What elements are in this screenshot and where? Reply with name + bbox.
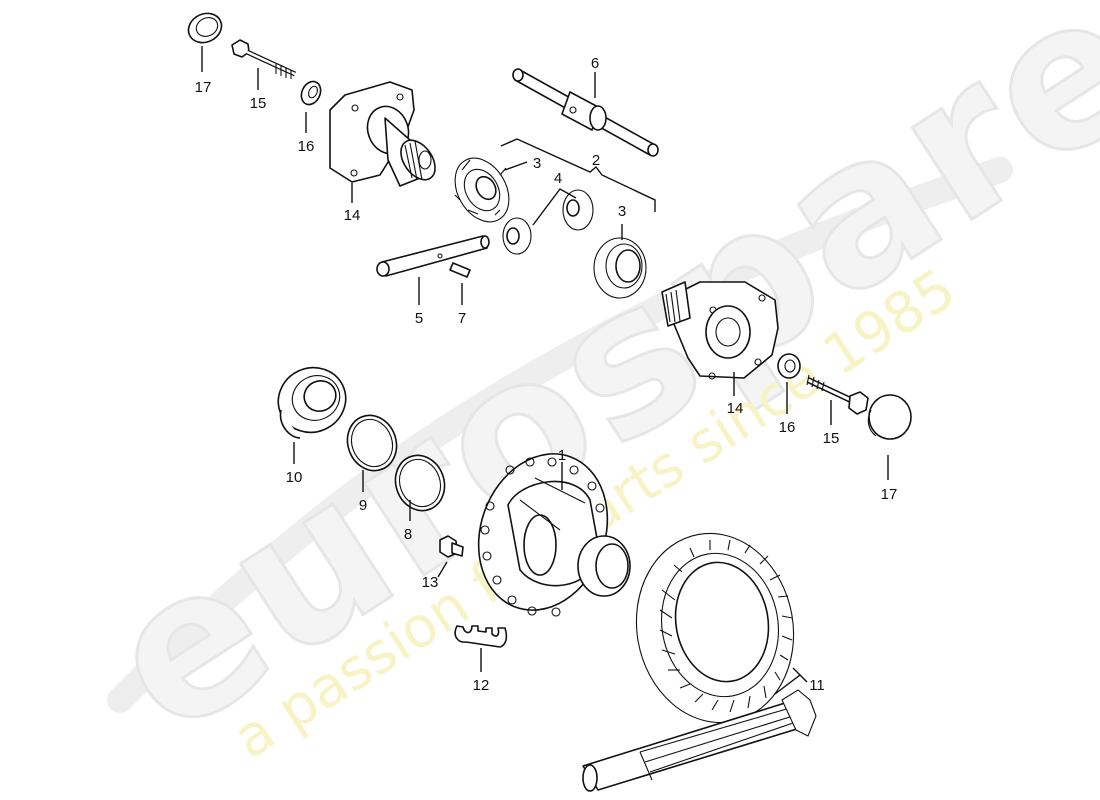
- part-13-screw[interactable]: [437, 535, 464, 578]
- part-7-pin[interactable]: [449, 262, 471, 305]
- callout-3b[interactable]: 3: [618, 203, 626, 220]
- part-16-washer-right[interactable]: [777, 353, 801, 414]
- part-5-pinion-shaft[interactable]: [376, 235, 490, 305]
- callout-17b[interactable]: 17: [881, 486, 898, 503]
- watermark-swoosh: [107, 157, 1013, 713]
- part-16-washer-left[interactable]: [298, 78, 324, 133]
- callout-15a[interactable]: 15: [250, 95, 267, 112]
- callout-3a[interactable]: 3: [533, 155, 541, 172]
- callout-2[interactable]: 2: [592, 152, 600, 169]
- part-4-pinion-gears[interactable]: [502, 188, 594, 255]
- ring-gear-teeth: [659, 539, 793, 713]
- callout-5[interactable]: 5: [415, 310, 423, 327]
- part-3-side-gear-left[interactable]: [444, 149, 528, 232]
- part-2-gear-set-bracket[interactable]: [500, 138, 656, 212]
- part-15-bolt-right[interactable]: [806, 374, 869, 425]
- part-8-shim[interactable]: [388, 448, 452, 521]
- part-3-side-gear-right[interactable]: [593, 224, 647, 299]
- callout-1[interactable]: 1: [558, 447, 566, 464]
- part-17-cap-right[interactable]: [867, 394, 912, 480]
- callout-labels: 1 2 3 3 4 5 6 7 8 9 10 11 12 13 14 14 15…: [195, 55, 898, 694]
- part-17-cap-left[interactable]: [184, 8, 227, 72]
- callout-4[interactable]: 4: [554, 170, 562, 187]
- callout-17a[interactable]: 17: [195, 79, 212, 96]
- part-12-lock-plate[interactable]: [454, 625, 508, 672]
- callout-8[interactable]: 8: [404, 526, 412, 543]
- callout-14b[interactable]: 14: [727, 400, 744, 417]
- callout-12[interactable]: 12: [473, 677, 490, 694]
- callout-16b[interactable]: 16: [779, 419, 796, 436]
- part-6-shaft[interactable]: [512, 68, 659, 157]
- part-10-bearing[interactable]: [268, 357, 357, 464]
- part-14-drive-flange-right[interactable]: [661, 281, 779, 396]
- callout-14a[interactable]: 14: [344, 207, 361, 224]
- part-1-differential-housing[interactable]: [457, 436, 631, 629]
- callout-16a[interactable]: 16: [298, 138, 315, 155]
- part-11-ring-pinion-gear[interactable]: [582, 521, 817, 792]
- callout-11[interactable]: 11: [809, 677, 825, 694]
- part-15-bolt-left[interactable]: [231, 39, 297, 90]
- part-14-drive-flange-left[interactable]: [329, 81, 442, 203]
- callout-13[interactable]: 13: [422, 574, 439, 591]
- part-9-shim[interactable]: [340, 408, 404, 492]
- callout-15b[interactable]: 15: [823, 430, 840, 447]
- callout-10[interactable]: 10: [286, 469, 303, 486]
- callout-9[interactable]: 9: [359, 497, 367, 514]
- callout-6[interactable]: 6: [591, 55, 599, 72]
- callout-7[interactable]: 7: [458, 310, 466, 327]
